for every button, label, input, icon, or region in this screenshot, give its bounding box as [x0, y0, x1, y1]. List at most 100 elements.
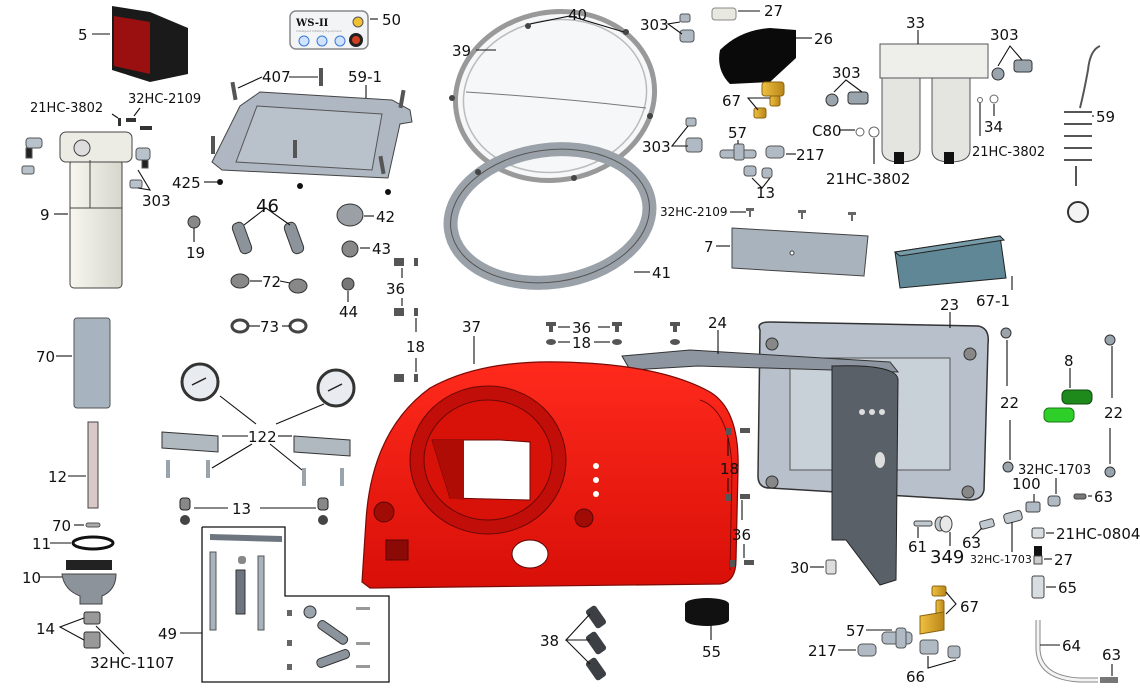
label-64: 64: [1062, 637, 1081, 655]
part-11-o-ring: [71, 535, 115, 551]
label-40: 40: [568, 6, 587, 24]
label-43: 43: [372, 240, 391, 258]
label-32hc-1703-a: 32HC-1703: [1018, 463, 1091, 478]
label-41: 41: [652, 264, 671, 282]
label-13-b: 13: [756, 184, 775, 202]
leader: [927, 656, 957, 669]
part-122-gauges: [161, 362, 356, 486]
part-13-fittings-top: [743, 165, 773, 179]
label-36-c: 36: [732, 526, 751, 544]
leader: [95, 625, 125, 655]
label-18-c: 18: [720, 460, 739, 478]
label-63-b: 63: [1094, 488, 1113, 506]
label-33: 33: [906, 14, 925, 32]
label-37: 37: [462, 318, 481, 336]
label-8: 8: [1064, 352, 1074, 370]
label-55: 55: [702, 643, 721, 661]
label-10: 10: [22, 569, 41, 587]
label-349: 349: [930, 547, 964, 568]
label-32hc-2109-a: 32HC-2109: [128, 92, 201, 107]
fittings-100-1703-63: [1025, 493, 1087, 513]
part-26-regulator: [719, 28, 796, 84]
screws-36-18-top: [546, 322, 680, 345]
label-30: 30: [790, 559, 809, 577]
leader: [746, 97, 770, 111]
label-59: 59: [1096, 108, 1115, 126]
label-39: 39: [452, 42, 471, 60]
part-7-bracket: [731, 227, 869, 277]
leader: [666, 21, 683, 35]
label-217-b: 217: [808, 642, 837, 660]
leader: [269, 443, 303, 471]
label-21hc-3802-c: 21HC-3802: [972, 145, 1045, 160]
label-122: 122: [248, 428, 277, 446]
label-57-b: 57: [846, 622, 865, 640]
label-21hc-3802-a: 21HC-3802: [30, 101, 103, 116]
leader: [243, 207, 291, 226]
label-70-a: 70: [36, 348, 55, 366]
circle-button-icon: [334, 35, 346, 47]
label-303-e: 303: [990, 26, 1019, 44]
part-59-coiled-hose: [1064, 45, 1101, 223]
label-32hc-1703-b: 32HC-1703: [970, 553, 1032, 566]
label-303-d: 303: [832, 64, 861, 82]
label-303-b: 303: [640, 16, 669, 34]
leader: [751, 177, 771, 189]
label-303-c: 303: [642, 138, 671, 156]
part-c80-washer: [855, 126, 880, 138]
label-7: 7: [704, 238, 714, 256]
label-36-a: 36: [386, 280, 405, 298]
fittings-303-top: [679, 13, 703, 153]
leader: [137, 169, 152, 191]
part-38-brushes: [585, 605, 607, 681]
label-32hc-1107: 32HC-1107: [90, 654, 174, 672]
part-57-tee-bottom: [881, 627, 913, 649]
label-22-a: 22: [1000, 394, 1019, 412]
part-67-brass-elbow-top: [753, 81, 785, 119]
part-217-fitting-bottom: [857, 643, 877, 657]
part-9-filter-housing: [59, 131, 133, 289]
label-65: 65: [1058, 579, 1077, 597]
label-12: 12: [48, 468, 67, 486]
label-5: 5: [78, 26, 88, 44]
part-67-brass-elbow-bottom: [919, 585, 947, 635]
leader: [945, 591, 957, 615]
panel-50-logo-icon: [352, 16, 364, 28]
plate-dots: [217, 179, 391, 195]
part-50-control-panel: WS-II Intelligent Inflating Equipment: [289, 10, 369, 50]
label-61: 61: [908, 538, 927, 556]
label-67-a: 67: [722, 92, 741, 110]
leader: [237, 76, 263, 89]
label-72: 72: [262, 273, 281, 291]
leader: [670, 125, 689, 147]
label-9: 9: [40, 206, 50, 224]
screws-407: [211, 68, 406, 175]
leader: [219, 395, 257, 425]
label-27-a: 27: [764, 2, 783, 20]
part-70-cartridge: [73, 317, 111, 409]
part-34-washer: [977, 94, 999, 104]
leader: [565, 639, 591, 665]
label-50: 50: [382, 11, 401, 29]
label-59-1: 59-1: [348, 68, 382, 86]
label-19: 19: [186, 244, 205, 262]
part-46-pins: [231, 221, 305, 255]
leader: [529, 15, 625, 33]
label-18-b: 18: [572, 334, 591, 352]
leader: [58, 617, 85, 641]
label-67-b: 67: [960, 598, 979, 616]
screws-32hc-2109: [118, 118, 152, 130]
part-49-bracket-kit: [201, 526, 390, 683]
label-63-a: 63: [962, 534, 981, 552]
label-13-a: 13: [232, 500, 251, 518]
leader: [564, 613, 591, 641]
label-11: 11: [32, 535, 51, 553]
leader: [275, 403, 325, 425]
part-72-grommets: [230, 273, 308, 294]
label-27-b: 27: [1054, 551, 1073, 569]
label-21hc-0804: 21HC-0804: [1056, 525, 1140, 543]
part-33-filter-unit: [879, 43, 989, 164]
label-42: 42: [376, 208, 395, 226]
part-42-cap: [336, 203, 364, 227]
